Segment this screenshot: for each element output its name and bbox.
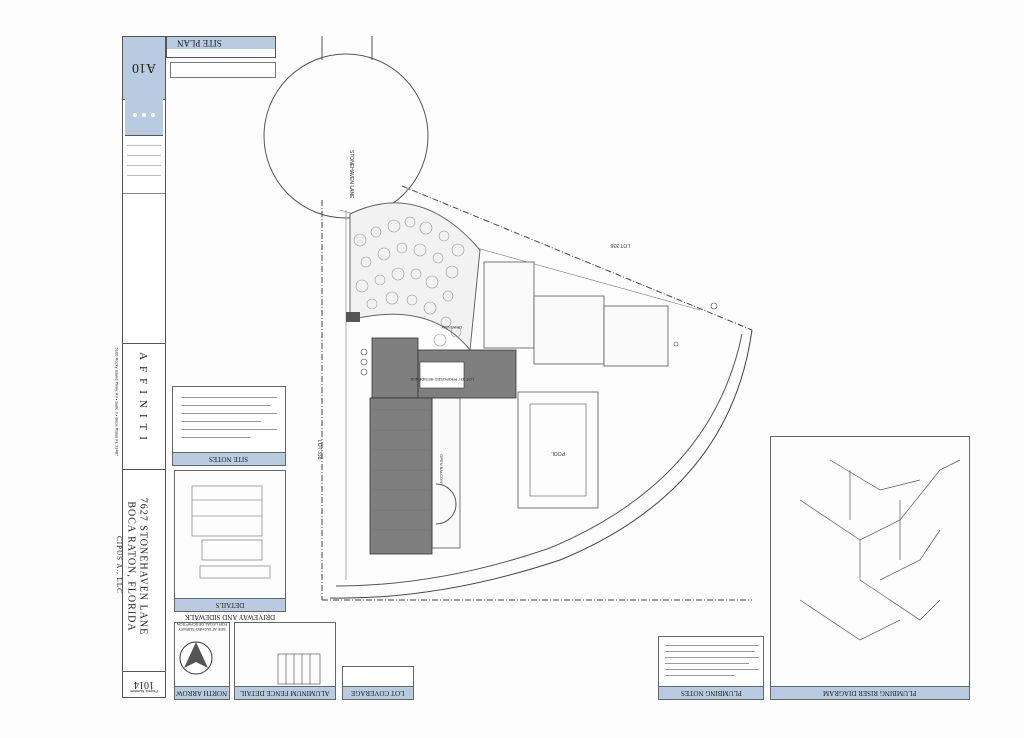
driveway-label: DRIVEWAY <box>441 325 462 330</box>
riser-diagram-box: PLUMBING RISER DIAGRAM <box>770 436 970 700</box>
survey-note-text: SEE ATTACHED SURVEY FOR LEGAL DESCRIPTIO… <box>176 622 228 632</box>
plumbing-notes-box: PLUMBING NOTES <box>658 636 764 700</box>
residence-label-box <box>419 361 465 389</box>
dot-icon <box>142 113 146 117</box>
scale-bar <box>170 62 276 78</box>
sheet-number-cell: A10 <box>123 37 165 100</box>
residence-label: LOT 337 PROPOSED RESIDENCE <box>410 377 474 382</box>
driveway-detail-sketch <box>191 485 271 579</box>
lot-coverage-box: LOT COVERAGE <box>342 666 414 700</box>
riser-diagram-title: PLUMBING RISER DIAGRAM <box>823 689 917 697</box>
site-markers <box>360 302 718 376</box>
hatch-lines <box>374 409 430 531</box>
sheet-title: SITE PLAN <box>177 38 222 48</box>
sheet-number: A10 <box>131 60 157 75</box>
project-cell: 7627 STONEHAVEN LANE BOCA RATON, FLORIDA… <box>115 469 165 672</box>
fence-detail-box: ALUMINUM FENCE DETAIL <box>234 622 336 700</box>
site-notes-box: SITE NOTES <box>172 386 286 466</box>
issue-info <box>123 135 165 194</box>
project-number-label: Project Number <box>130 689 158 694</box>
revisions-area <box>123 193 165 344</box>
dot-icon <box>151 113 155 117</box>
lot-left-label: LOT 338 <box>316 440 322 460</box>
paver-pattern <box>353 216 465 347</box>
survey-note: SEE ATTACHED SURVEY FOR LEGAL DESCRIPTIO… <box>176 622 228 632</box>
site-notes-title: SITE NOTES <box>209 455 249 463</box>
driveway-details-title: DRIVEWAY AND SIDEWALK DETAILS <box>184 601 276 621</box>
title-block: A10 AFFINITI 5100 Rocky Island Pkwy. A3 … <box>115 36 166 698</box>
pool-outline <box>529 403 587 497</box>
firm-logo: AFFINITI <box>137 352 149 446</box>
project-address-line1: 7627 STONEHAVEN LANE <box>137 497 149 636</box>
firm-dots <box>125 99 163 136</box>
balcony-arc <box>435 483 457 525</box>
riser-diagram-sketch <box>799 459 961 641</box>
fence-detail-sketch <box>277 653 321 685</box>
rear-arc-inner <box>335 333 743 587</box>
sheet-title-bar: SITE PLAN <box>166 36 276 58</box>
plumbing-notes-title: PLUMBING NOTES <box>680 689 742 697</box>
open-balcony-label: OPEN BALCONY <box>439 454 444 486</box>
project-owner: CIPUS A., LLC <box>115 536 123 594</box>
cul-de-sac-circle <box>263 53 429 219</box>
property-line-northeast <box>401 185 753 331</box>
driveway-details-box: DRIVEWAY AND SIDEWALK DETAILS <box>174 470 286 621</box>
lot-coverage-title: LOT COVERAGE <box>351 689 405 697</box>
residence-outline <box>431 261 669 549</box>
pool-deck <box>517 391 599 509</box>
firm-address: 5100 Rocky Island Pkwy. A3 • Suite 3 • B… <box>114 347 120 457</box>
project-number-cell: 1014 Project Number <box>123 671 165 697</box>
project-address-line2: BOCA RATON, FLORIDA <box>125 501 137 632</box>
north-arrow-box: NORTH ARROW <box>174 622 230 700</box>
north-arrow-title: NORTH ARROW <box>176 689 228 697</box>
north-arrow-graphic <box>179 641 213 675</box>
dot-icon <box>133 113 137 117</box>
rear-arc-outer <box>329 329 753 599</box>
fence-detail-title: ALUMINUM FENCE DETAIL <box>240 689 330 697</box>
pool-label: POOL <box>551 450 565 456</box>
residence-dark-area <box>369 337 517 555</box>
equipment-pad <box>346 312 360 322</box>
street-label: STONEHAVEN LANE <box>348 150 354 199</box>
firm-cell: AFFINITI 5100 Rocky Island Pkwy. A3 • Su… <box>115 343 165 470</box>
lot-top-label: LOT 336 <box>610 242 630 248</box>
